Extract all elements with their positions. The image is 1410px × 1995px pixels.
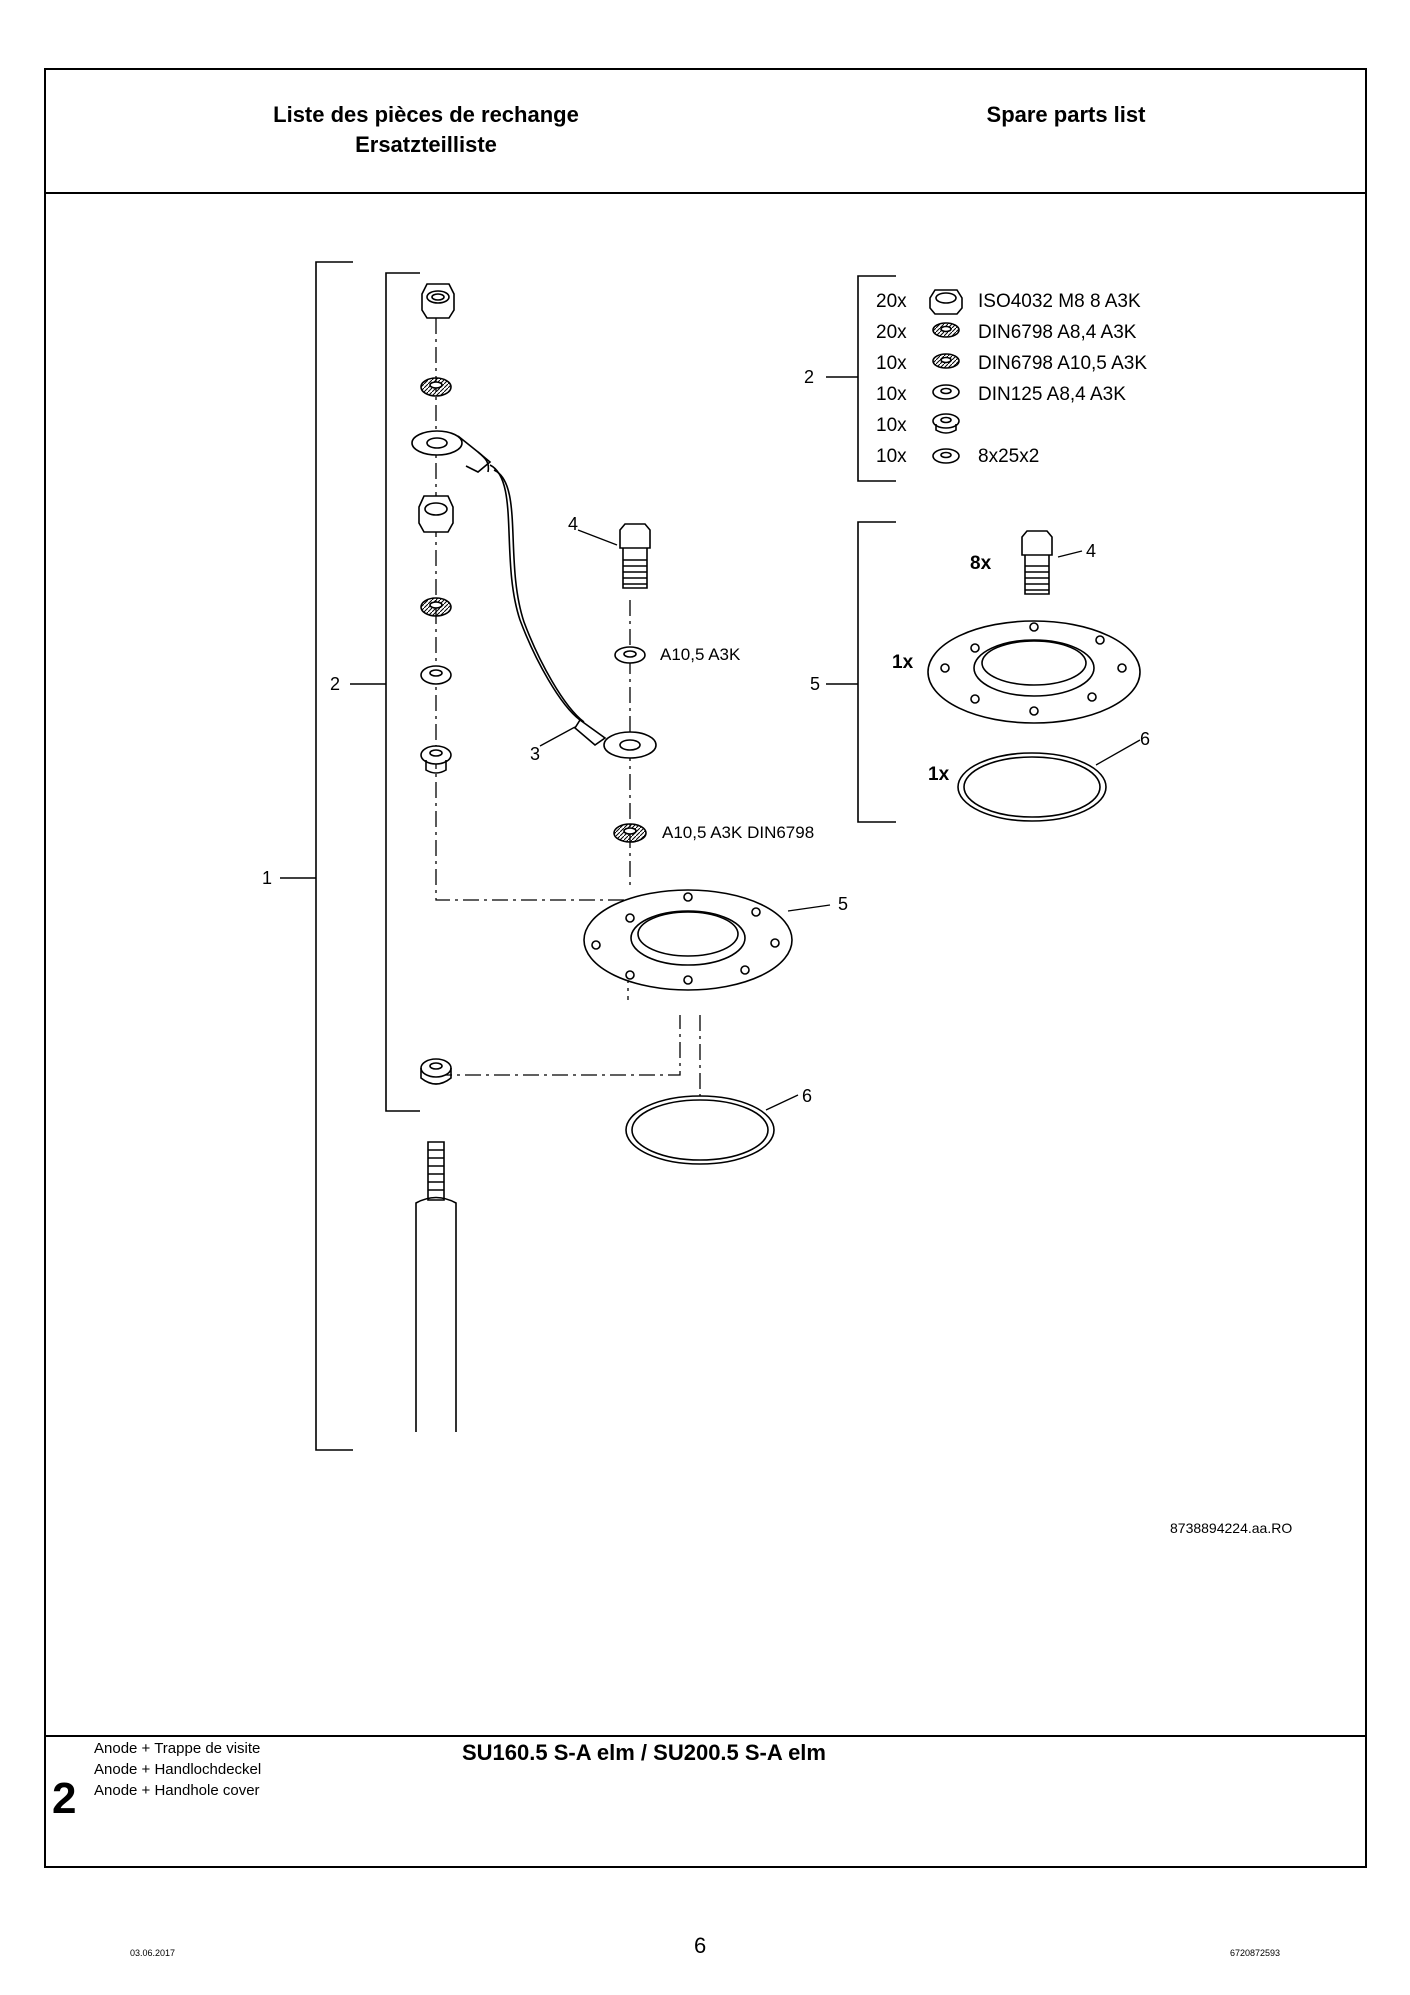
callout-5-center: 5 — [838, 894, 848, 914]
parts-qty: 10x — [876, 446, 907, 467]
page-frame: Liste des pièces de rechange Ersatzteill… — [44, 68, 1367, 1868]
callout-3: 3 — [530, 744, 540, 764]
bolt-left — [619, 523, 651, 589]
leader-lines — [539, 529, 1141, 1111]
callout-5-right: 5 — [810, 674, 820, 694]
lock-washer-2 — [420, 597, 452, 617]
callout-2-right: 2 — [804, 367, 814, 387]
lock-washer-a10 — [613, 823, 647, 843]
model-title: SU160.5 S-A elm / SU200.5 S-A elm — [462, 1740, 826, 1765]
parts-spec: 8x25x2 — [978, 446, 1039, 467]
hex-nut-top — [421, 283, 455, 319]
parts-spec: ISO4032 M8 8 A3K — [978, 291, 1141, 312]
bracket-5-right — [826, 521, 896, 823]
parts-spec: DIN125 A8,4 A3K — [978, 384, 1126, 405]
flat-washer — [420, 665, 452, 685]
parts-qty: 10x — [876, 353, 907, 374]
cable-lug-top — [411, 430, 585, 723]
bracket-2-right — [826, 275, 896, 482]
callout-6-right: 6 — [1140, 729, 1150, 749]
gasket-right — [957, 752, 1107, 822]
kit-flange-qty: 1x — [892, 652, 914, 673]
washer-a10 — [614, 646, 646, 664]
page-number: 6 — [694, 1933, 707, 1958]
anode-rod — [415, 1141, 457, 1432]
lock-washer-1 — [420, 377, 452, 397]
bracket-1 — [280, 261, 353, 1451]
label-lock-washer: A10,5 A3K DIN6798 — [662, 823, 814, 842]
callout-6-center: 6 — [802, 1086, 812, 1106]
parts-spec: DIN6798 A8,4 A3K — [978, 322, 1137, 343]
title-english: Spare parts list — [986, 102, 1146, 127]
parts-qty: 10x — [876, 415, 907, 436]
kit-bolt-qty: 8x — [970, 553, 992, 574]
document-code: 6720872593 — [1230, 1948, 1281, 1958]
insulator-bottom — [420, 1058, 452, 1085]
title-french: Liste des pièces de rechange — [273, 102, 579, 127]
parts-qty: 20x — [876, 291, 907, 312]
part-list-icons — [929, 289, 963, 464]
axis-lines — [435, 318, 701, 1130]
gasket-center — [625, 1095, 775, 1165]
description-english: Anode + Handhole cover — [94, 1782, 260, 1799]
parts-qty: 20x — [876, 322, 907, 343]
callout-4-left: 4 — [568, 514, 578, 534]
callout-1: 1 — [262, 868, 272, 888]
section-number: 2 — [52, 1774, 77, 1823]
bracket-2-left — [350, 272, 420, 1112]
description-german: Anode + Handlochdeckel — [94, 1761, 262, 1778]
flange-right — [927, 620, 1141, 724]
flange-center — [583, 889, 793, 991]
label-washer-a10: A10,5 A3K — [660, 645, 741, 664]
description-french: Anode + Trappe de visite — [94, 1740, 261, 1757]
drawing-reference: 8738894224.aa.RO — [1170, 1520, 1292, 1536]
callout-4-right: 4 — [1086, 541, 1096, 561]
footer-divider — [46, 1735, 1365, 1737]
header-divider — [46, 192, 1365, 194]
bolt-right — [1021, 530, 1053, 595]
footer-date: 03.06.2017 — [130, 1948, 176, 1958]
parts-list: 20x ISO4032 M8 8 A3K 20x DIN6798 A8,4 A3… — [876, 291, 1147, 467]
callout-2-left: 2 — [330, 674, 340, 694]
hex-nut-middle — [418, 495, 454, 533]
parts-spec: DIN6798 A10,5 A3K — [978, 353, 1147, 374]
title-german: Ersatzteilliste — [355, 132, 497, 157]
parts-qty: 10x — [876, 384, 907, 405]
insulating-bushing — [420, 745, 452, 774]
kit-gasket-qty: 1x — [928, 764, 950, 785]
cable-lug-part-3 — [573, 718, 657, 759]
